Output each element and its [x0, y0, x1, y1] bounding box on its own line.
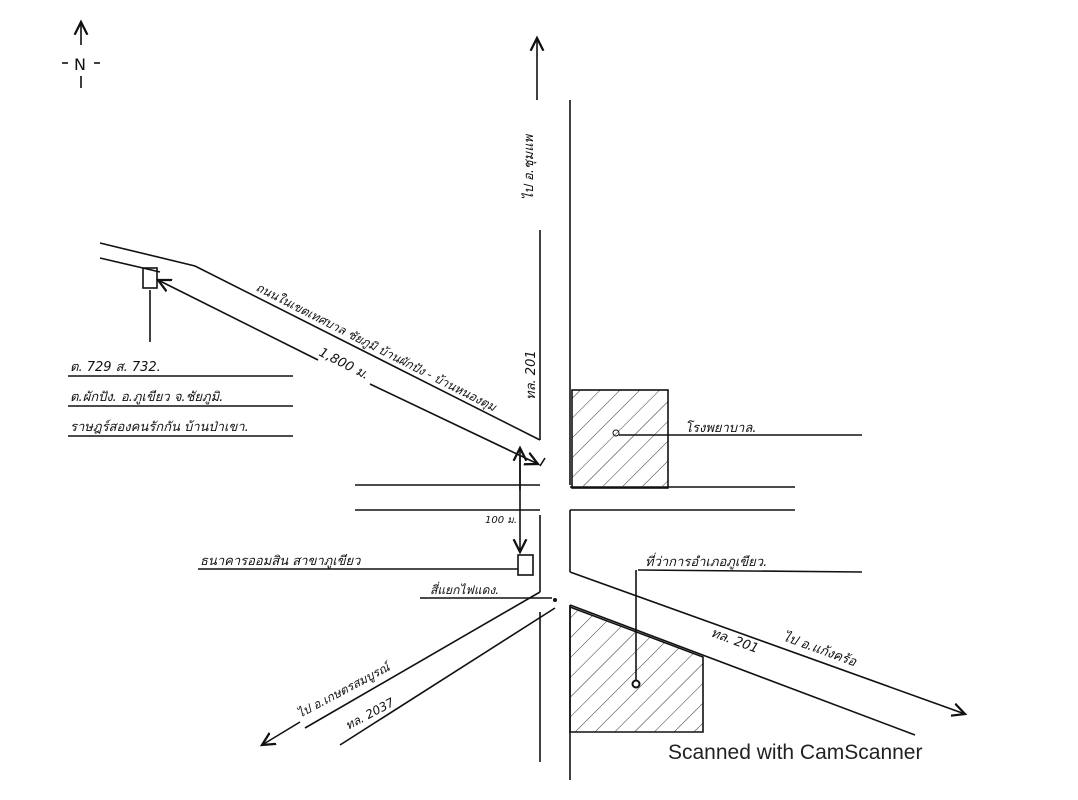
southeast-destination-label: ไป อ.แก้งคร้อ [781, 629, 860, 671]
scanner-watermark: Scanned with CamScanner [668, 741, 923, 764]
northwest-road [99, 242, 546, 552]
address-line-3: ราษฎร์สองคนรักกัน บ้านป่าเขา. [70, 419, 249, 435]
bank-label: ธนาคารออมสิน สาขาภูเขียว [200, 553, 361, 569]
bank-marker [517, 554, 534, 576]
address-line-2: ต.ผักปัง. อ.ภูเขียว จ.ชัยภูมิ. [70, 389, 223, 405]
north-destination-label: ไป อ.ชุมแพ [521, 133, 537, 200]
traffic-light-label: สี่แยกไฟแดง. [430, 581, 499, 597]
address-line-1: ต. 729 ส. 732. [70, 360, 161, 375]
compass-label: N [74, 55, 86, 74]
destination-marker [142, 267, 158, 289]
distance-short-label: 100 ม. [485, 515, 517, 526]
southeast-road [569, 571, 965, 736]
highway-201-label: ทล. 201 [524, 350, 539, 400]
hospital-label: โรงพยาบาล. [685, 420, 756, 436]
southwest-road [262, 591, 556, 745]
north-arrow-icon [62, 22, 100, 88]
main-road [537, 38, 571, 780]
hospital-plot [571, 389, 669, 489]
district-office-label: ที่ว่าการอำเภอภูเขียว. [645, 552, 767, 570]
northwest-road-label: ถนนในเขตเทศบาล ชัยภูมิ บ้านผักปัง - บ้าน… [253, 280, 499, 415]
